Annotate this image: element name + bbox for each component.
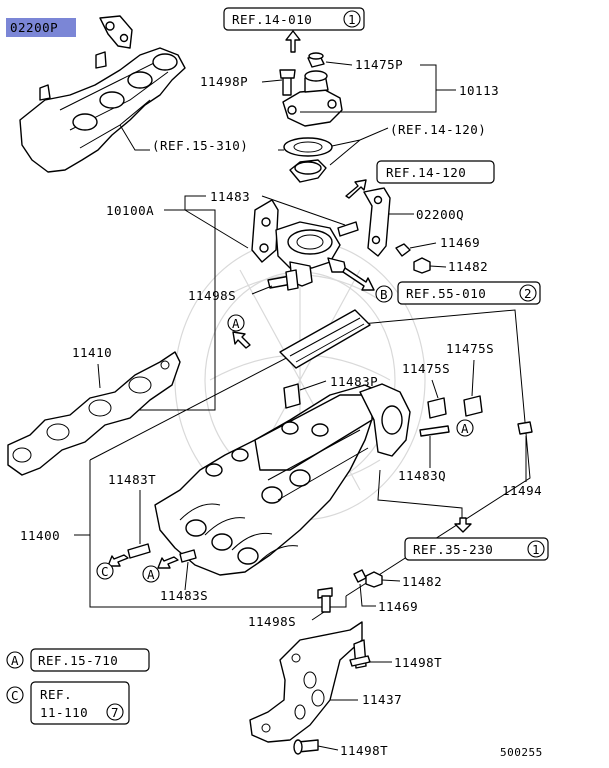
pin-11483P (283, 383, 301, 409)
svg-text:B: B (380, 287, 388, 302)
bolt-11498T-a (349, 639, 371, 669)
assembly-frame (89, 309, 531, 608)
label-11482-bottom[interactable]: 11482 (402, 574, 442, 589)
bracket-02200P (99, 15, 133, 49)
label-11483-top[interactable]: 11483 (210, 189, 250, 204)
svg-text:2: 2 (524, 286, 532, 301)
arrow-to-b-icon (342, 267, 375, 291)
bracket-02200Q (363, 187, 391, 257)
label-11483P[interactable]: 11483P (330, 374, 378, 389)
label-ref-14-120-paren[interactable]: (REF.14-120) (390, 122, 486, 137)
manifold-label-plate (279, 309, 371, 369)
label-11475S-b[interactable]: 11475S (402, 361, 450, 376)
label-11498S-bottom[interactable]: 11498S (248, 614, 296, 629)
ref-14-010[interactable]: REF.14-010 1 (223, 7, 365, 31)
bolt-11498T-b (293, 739, 319, 755)
label-11482-top[interactable]: 11482 (448, 259, 488, 274)
svg-text:REF.14-120: REF.14-120 (386, 165, 466, 180)
arrow-to-c-icon (107, 554, 129, 567)
arrow-down-icon (454, 517, 472, 533)
plug-11475S-b (463, 395, 483, 417)
pin-11483 (337, 221, 359, 237)
ref-55-010[interactable]: REF.55-010 2 (397, 281, 541, 305)
label-11483Q[interactable]: 11483Q (398, 468, 446, 483)
svg-text:C: C (101, 564, 109, 579)
bolt-11498S-top (267, 269, 299, 291)
highlight-02200P (6, 18, 76, 37)
intake-manifold-upper (19, 47, 186, 173)
label-10100A[interactable]: 10100A (106, 203, 154, 218)
pin-11483S (179, 549, 197, 563)
label-11475P[interactable]: 11475P (355, 57, 403, 72)
cap-11494 (517, 421, 533, 435)
legend-c[interactable]: C REF. 11-110 7 (6, 681, 130, 725)
label-11494[interactable]: 11494 (502, 483, 542, 498)
svg-text:REF.55-010: REF.55-010 (406, 286, 486, 301)
marker-a-top[interactable]: A (227, 314, 245, 332)
arrow-to-a2-icon (157, 556, 179, 569)
svg-text:A: A (232, 316, 240, 331)
legend-a[interactable]: A REF.15-710 (6, 648, 150, 672)
bracket-11437 (249, 621, 363, 743)
arrow-up-icon (285, 30, 301, 53)
nut-11482-bottom (365, 571, 383, 588)
svg-text:1: 1 (348, 12, 356, 27)
svg-text:A: A (11, 653, 19, 668)
svg-text:REF.15-710: REF.15-710 (38, 653, 118, 668)
marker-a-right[interactable]: A (456, 419, 474, 437)
label-ref-15-310[interactable]: (REF.15-310) (152, 138, 248, 153)
label-11469-top[interactable]: 11469 (440, 235, 480, 250)
arrow-to-a-icon (232, 331, 251, 349)
svg-text:7: 7 (111, 705, 119, 720)
svg-text:C: C (11, 688, 19, 703)
manifold-gasket-11410 (7, 351, 181, 476)
svg-text:REF.14-010: REF.14-010 (232, 12, 312, 27)
label-11475S-a[interactable]: 11475S (446, 341, 494, 356)
water-outlet-10100A (251, 199, 347, 287)
label-11498T-b[interactable]: 11498T (340, 743, 388, 758)
nut-11482-top (413, 257, 431, 274)
washer-11469-top (395, 243, 411, 257)
intake-manifold-11400 (154, 383, 411, 576)
label-10113[interactable]: 10113 (459, 83, 499, 98)
label-11483T[interactable]: 11483T (108, 472, 156, 487)
pin-11483Q (419, 425, 450, 437)
marker-a-bottom[interactable]: A (142, 565, 160, 583)
label-11410[interactable]: 11410 (72, 345, 112, 360)
label-11400[interactable]: 11400 (20, 528, 60, 543)
label-11437[interactable]: 11437 (362, 692, 402, 707)
svg-text:REF.35-230: REF.35-230 (413, 542, 493, 557)
marker-c[interactable]: C (96, 562, 114, 580)
label-11498P[interactable]: 11498P (200, 74, 248, 89)
diagram-code: 500255 (500, 746, 543, 759)
label-11483S[interactable]: 11483S (160, 588, 208, 603)
svg-text:A: A (147, 567, 155, 582)
ref-14-120[interactable]: REF.14-120 (376, 160, 495, 184)
marker-b[interactable]: B (375, 285, 393, 303)
svg-text:REF.: REF. (40, 687, 72, 702)
plug-11475S-a (427, 397, 447, 419)
bolt-11498P (279, 69, 296, 96)
ref-35-230[interactable]: REF.35-230 1 (404, 537, 549, 561)
label-02200Q[interactable]: 02200Q (416, 207, 464, 222)
svg-text:A: A (461, 421, 469, 436)
svg-text:11-110: 11-110 (40, 705, 88, 720)
bolt-11498S-bottom (317, 587, 333, 613)
label-11498S-top[interactable]: 11498S (188, 288, 236, 303)
pin-11483T (127, 543, 151, 559)
label-11469-bottom[interactable]: 11469 (378, 599, 418, 614)
thermostat-housing (282, 52, 343, 127)
svg-text:1: 1 (532, 542, 540, 557)
gasket-thermostat (283, 137, 333, 183)
label-11498T-a[interactable]: 11498T (394, 655, 442, 670)
label-02200P[interactable]: 02200P (10, 20, 58, 35)
washer-11469-bottom (353, 569, 367, 583)
arrow-ne-icon (345, 179, 367, 199)
